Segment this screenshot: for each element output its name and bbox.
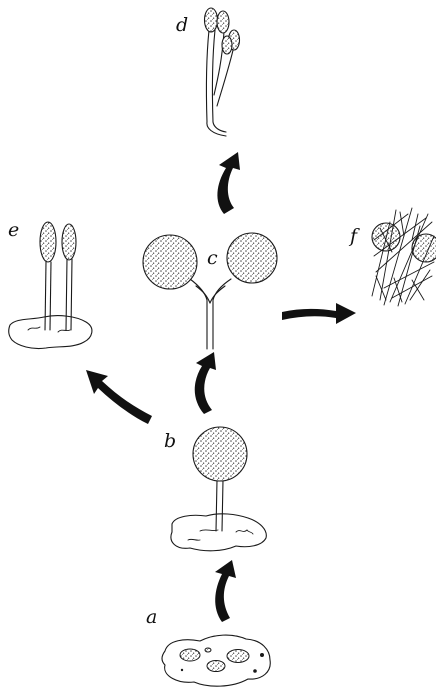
stage-b-sporangium <box>171 427 266 551</box>
stage-label-a: a <box>146 606 157 628</box>
arrow-a-to-b <box>215 560 236 622</box>
stage-label-b: b <box>164 430 176 452</box>
stage-label-e: e <box>8 219 19 241</box>
arrow-c-to-d <box>217 152 240 214</box>
arrow-c-to-f <box>282 303 356 324</box>
stage-label-d: d <box>176 14 188 36</box>
stage-e-paired-sporangia <box>9 222 92 349</box>
arrow-b-to-e <box>86 370 152 424</box>
stage-f-fibrous-mass <box>372 208 436 306</box>
stage-label-f: f <box>348 225 360 247</box>
arrow-b-to-c <box>195 352 216 414</box>
stage-label-c: c <box>207 247 218 269</box>
stage-a-plasmodium <box>162 635 270 686</box>
stage-d-sporangia-cluster <box>205 8 240 136</box>
